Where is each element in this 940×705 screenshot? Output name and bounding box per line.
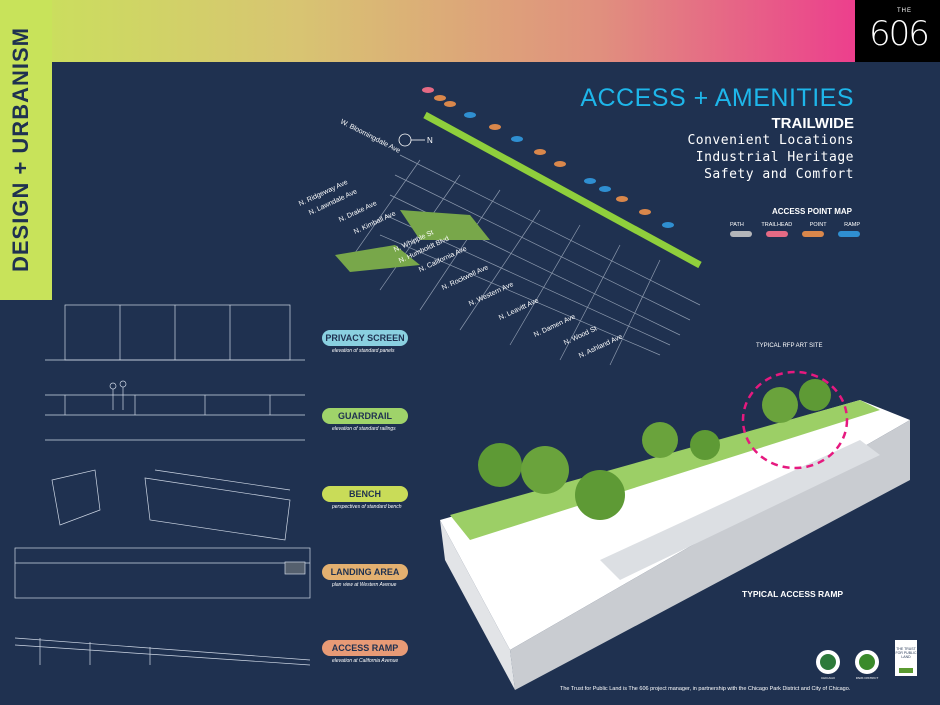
access-ramp-label: TYPICAL ACCESS RAMP <box>742 589 844 599</box>
sidebar-tab: DESIGN + URBANISM <box>0 0 52 300</box>
amenity-caption: perspectives of standard bench <box>332 504 402 510</box>
art-site-label: TYPICAL RFP ART SITE <box>756 343 823 349</box>
the-606-logo: THE 606 <box>855 0 940 62</box>
compass-label: N <box>427 136 433 145</box>
city-seal-text: CHICAGO <box>820 676 835 680</box>
amenity-label-bench: BENCH <box>322 486 408 502</box>
amenity-label-guardrail: GUARDRAIL <box>322 408 408 424</box>
art-site-marker <box>741 370 849 470</box>
amenity-caption: plan view at Western Avenue <box>332 582 397 588</box>
footer-credit: The Trust for Public Land is The 606 pro… <box>560 686 851 692</box>
street-label: N. Wood St <box>563 325 598 346</box>
amenity-label-landing-area: LANDING AREA <box>322 564 408 580</box>
landing-area-drawing <box>14 547 311 599</box>
logo-small-text: THE <box>897 8 912 14</box>
access-point-legend: ACCESS POINT MAP PATH TRAILHEAD POINT RA… <box>730 207 860 237</box>
legend-label: TRAILHEAD <box>761 222 793 228</box>
legend-label: RAMP <box>844 222 860 228</box>
guardrail-drawing <box>45 380 305 441</box>
amenity-label-access-ramp: ACCESS RAMP <box>322 640 408 656</box>
street-label: N. Western Ave <box>468 281 515 308</box>
legend-swatch-path <box>730 231 752 237</box>
logo-number: 606 <box>869 14 930 54</box>
street-label: W. Bloomingdale Ave <box>339 119 401 155</box>
street-label: N. Damen Ave <box>533 313 577 338</box>
page-subtitle: TRAILWIDE <box>771 115 855 132</box>
trust-logo-text: THE TRUST FOR PUBLIC LAND <box>895 647 917 659</box>
page-title: ACCESS + AMENITIES <box>580 84 854 112</box>
street-label: N. Leavitt Ave <box>498 297 540 322</box>
amenity-caption: elevation of standard railings <box>332 426 396 432</box>
humboldt-park <box>335 245 420 272</box>
title-block: ACCESS + AMENITIES TRAILWIDE Convenient … <box>580 84 854 183</box>
legend-swatch-point <box>802 231 824 237</box>
legend-label: PATH <box>730 222 744 228</box>
trust-for-public-land-logo <box>895 640 917 676</box>
amenity-caption: elevation of standard panels <box>332 348 395 354</box>
access-point-markers <box>422 87 674 228</box>
amenity-label-privacy-screen: PRIVACY SCREEN <box>322 330 408 346</box>
legend-label: POINT <box>809 222 827 228</box>
privacy-screen-drawing <box>45 304 305 361</box>
trail-path <box>423 111 702 269</box>
theme-line: Convenient Locations <box>687 133 854 148</box>
legend-title: ACCESS POINT MAP <box>771 207 852 216</box>
access-ramp-drawing <box>14 637 311 666</box>
access-ramp-rendering <box>440 370 910 690</box>
compass-icon <box>398 133 412 147</box>
header-gradient-banner <box>0 0 855 62</box>
amenity-caption: elevation at California Avenue <box>332 658 399 664</box>
theme-line: Safety and Comfort <box>704 167 854 182</box>
park-seal-text: PARK DISTRICT <box>855 676 879 680</box>
legend-swatch-trailhead <box>766 231 788 237</box>
bench-drawing <box>51 469 291 541</box>
theme-line: Industrial Heritage <box>695 150 854 165</box>
legend-swatch-ramp <box>838 231 860 237</box>
